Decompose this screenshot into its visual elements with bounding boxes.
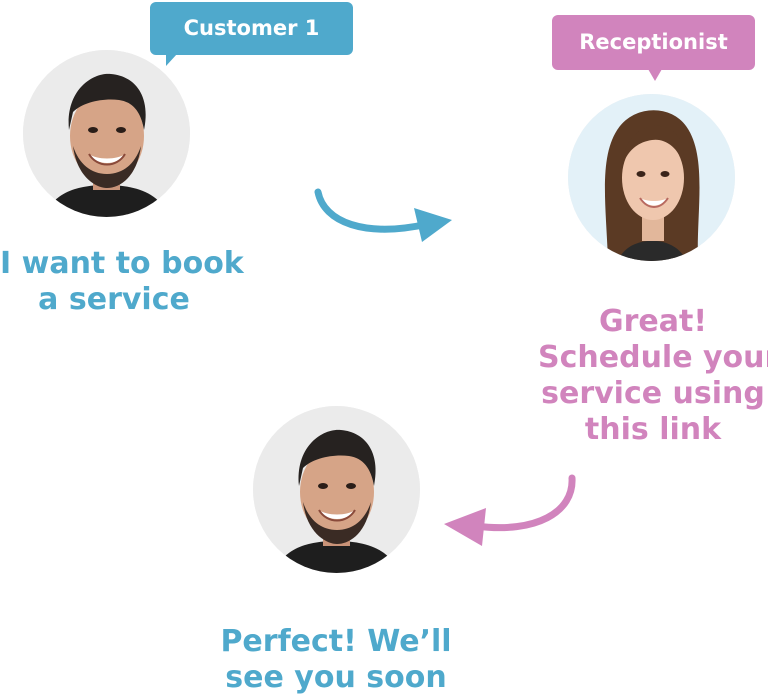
curved-arrow-right-icon (314, 188, 452, 242)
customer-confirm-message: Perfect! We’ll see you soon (220, 624, 452, 696)
customer-request-message: I want to book a service (0, 246, 244, 318)
receptionist-label-bubble: Receptionist (552, 15, 755, 81)
receptionist-label: Receptionist (579, 30, 728, 54)
message-line: this link (584, 412, 722, 447)
message-line: Perfect! We’ll (220, 624, 452, 659)
customer-label: Customer 1 (183, 16, 320, 40)
message-line: a service (38, 282, 190, 317)
receptionist-avatar (568, 94, 735, 261)
curved-arrow-left-icon (444, 474, 576, 546)
customer-avatar (23, 50, 190, 217)
customer-avatar (253, 406, 420, 573)
message-line: I want to book (0, 246, 244, 281)
bubble-tail (166, 54, 177, 66)
man-portrait-icon (23, 50, 190, 217)
message-line: service using (541, 376, 765, 411)
message-line: Schedule your (538, 340, 768, 375)
bubble-tail (648, 69, 662, 81)
message-line: see you soon (225, 660, 447, 695)
message-line: Great! (598, 304, 708, 339)
woman-portrait-icon (568, 94, 735, 261)
man-portrait-icon (253, 406, 420, 573)
receptionist-reply-message: Great! Schedule your service using this … (538, 304, 768, 448)
customer-label-bubble: Customer 1 (150, 2, 353, 66)
